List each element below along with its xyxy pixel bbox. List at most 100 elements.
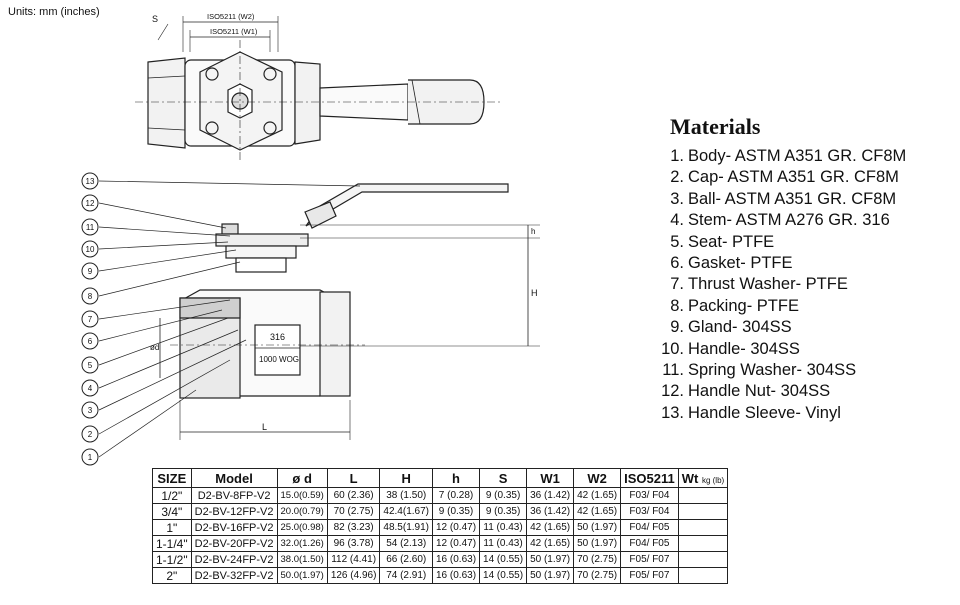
material-item: 13.Handle Sleeve- Vinyl	[661, 403, 841, 422]
col-iso: ISO5211	[620, 468, 679, 488]
material-item: 12.Handle Nut- 304SS	[661, 382, 831, 401]
material-item: 7.Thrust Washer- PTFE	[670, 275, 848, 294]
cell-w1: 50 (1.97)	[526, 551, 575, 568]
cell-model: D2-BV-12FP-V2	[190, 503, 278, 520]
cell-d: 50.0(1.97)	[276, 567, 328, 584]
cell-model: D2-BV-16FP-V2	[190, 519, 278, 536]
cell-wt	[677, 535, 729, 552]
cell-h-small: 12 (0.47)	[431, 535, 481, 552]
col-model: Model	[190, 468, 278, 488]
callout-1: 1	[88, 453, 93, 462]
cell-s: 11 (0.43)	[479, 535, 528, 552]
cell-w1: 42 (1.65)	[526, 535, 575, 552]
body-mark-316: 316	[270, 332, 285, 342]
cell-iso: F04/ F05	[620, 519, 679, 536]
materials-title: Materials	[670, 114, 761, 139]
cell-s: 9 (0.35)	[479, 503, 528, 520]
cell-h-small: 7 (0.28)	[431, 487, 481, 504]
material-item: 9.Gland- 304SS	[670, 318, 792, 337]
col-wt: Wt kg (lb)	[677, 468, 729, 488]
cell-h-big: 42.4(1.67)	[379, 503, 433, 520]
cell-h-big: 48.5(1.91)	[379, 519, 433, 536]
callout-8: 8	[88, 292, 93, 301]
callout-4: 4	[88, 384, 93, 393]
cell-w2: 42 (1.65)	[573, 487, 622, 504]
callout-13: 13	[86, 177, 95, 186]
cell-w1: 50 (1.97)	[526, 567, 575, 584]
material-item: 10.Handle- 304SS	[661, 339, 800, 358]
callout-7: 7	[88, 315, 93, 324]
d-label: ød	[150, 343, 159, 352]
material-item: 11.Spring Washer- 304SS	[662, 361, 857, 380]
cell-iso: F03/ F04	[620, 503, 679, 520]
cell-wt	[677, 519, 729, 536]
cell-size: 1-1/4"	[152, 535, 192, 552]
iso-w1-label: ISO5211 (W1)	[210, 27, 258, 36]
material-item: 2.Cap- ASTM A351 GR. CF8M	[670, 168, 899, 187]
cell-l: 112 (4.41)	[326, 551, 381, 568]
col-d: ø d	[276, 468, 328, 488]
cell-w2: 70 (2.75)	[573, 567, 622, 584]
callout-12: 12	[86, 199, 95, 208]
s-label: S	[152, 14, 158, 24]
callout-9: 9	[88, 267, 93, 276]
cell-d: 32.0(1.26)	[276, 535, 328, 552]
spec-table: SIZE Model ø d L H h S W1 W2 ISO5211 Wt …	[152, 468, 729, 584]
callout-3: 3	[88, 406, 93, 415]
cell-l: 60 (2.36)	[326, 487, 381, 504]
material-item: 1.Body- ASTM A351 GR. CF8M	[670, 147, 907, 165]
col-w1: W1	[526, 468, 575, 488]
callout-2: 2	[88, 430, 93, 439]
cell-d: 15.0(0.59)	[276, 487, 328, 504]
cell-h-small: 12 (0.47)	[431, 519, 481, 536]
cell-size: 1"	[152, 519, 192, 536]
col-h-small: h	[431, 468, 481, 488]
iso-w2-label: ISO5211 (W2)	[207, 12, 255, 21]
cell-w2: 50 (1.97)	[573, 519, 622, 536]
cell-size: 1-1/2"	[152, 551, 192, 568]
cell-s: 11 (0.43)	[479, 519, 528, 536]
callout-11: 11	[86, 223, 95, 232]
top-view	[135, 16, 500, 160]
callout-6: 6	[88, 337, 93, 346]
col-s: S	[479, 468, 528, 488]
cell-s: 14 (0.55)	[479, 567, 528, 584]
material-item: 6.Gasket- PTFE	[670, 254, 793, 273]
cell-d: 25.0(0.98)	[276, 519, 328, 536]
cell-model: D2-BV-24FP-V2	[190, 551, 278, 568]
cell-l: 70 (2.75)	[326, 503, 381, 520]
col-size: SIZE	[152, 468, 192, 488]
material-item: 3.Ball- ASTM A351 GR. CF8M	[670, 189, 897, 208]
material-item: 8.Packing- PTFE	[670, 296, 799, 315]
cell-w1: 42 (1.65)	[526, 519, 575, 536]
cell-h-big: 54 (2.13)	[379, 535, 433, 552]
material-item: 4.Stem- ASTM A276 GR. 316	[670, 211, 890, 230]
col-l: L	[326, 468, 381, 488]
cell-iso: F05/ F07	[620, 567, 679, 584]
cell-wt	[677, 503, 729, 520]
cell-h-small: 9 (0.35)	[431, 503, 481, 520]
callout-10: 10	[86, 245, 95, 254]
cell-w2: 42 (1.65)	[573, 503, 622, 520]
cell-h-small: 16 (0.63)	[431, 551, 481, 568]
cell-l: 126 (4.96)	[326, 567, 381, 584]
col-h-big: H	[379, 468, 433, 488]
cell-w1: 36 (1.42)	[526, 487, 575, 504]
cell-h-big: 66 (2.60)	[379, 551, 433, 568]
cell-wt	[677, 551, 729, 568]
col-w2: W2	[573, 468, 622, 488]
body-mark-wog: 1000 WOG	[259, 355, 299, 364]
cell-w2: 50 (1.97)	[573, 535, 622, 552]
h-small-label: h	[531, 227, 535, 236]
cell-iso: F04/ F05	[620, 535, 679, 552]
cell-size: 1/2"	[152, 487, 192, 504]
callout-5: 5	[88, 361, 93, 370]
cell-h-big: 74 (2.91)	[379, 567, 433, 584]
